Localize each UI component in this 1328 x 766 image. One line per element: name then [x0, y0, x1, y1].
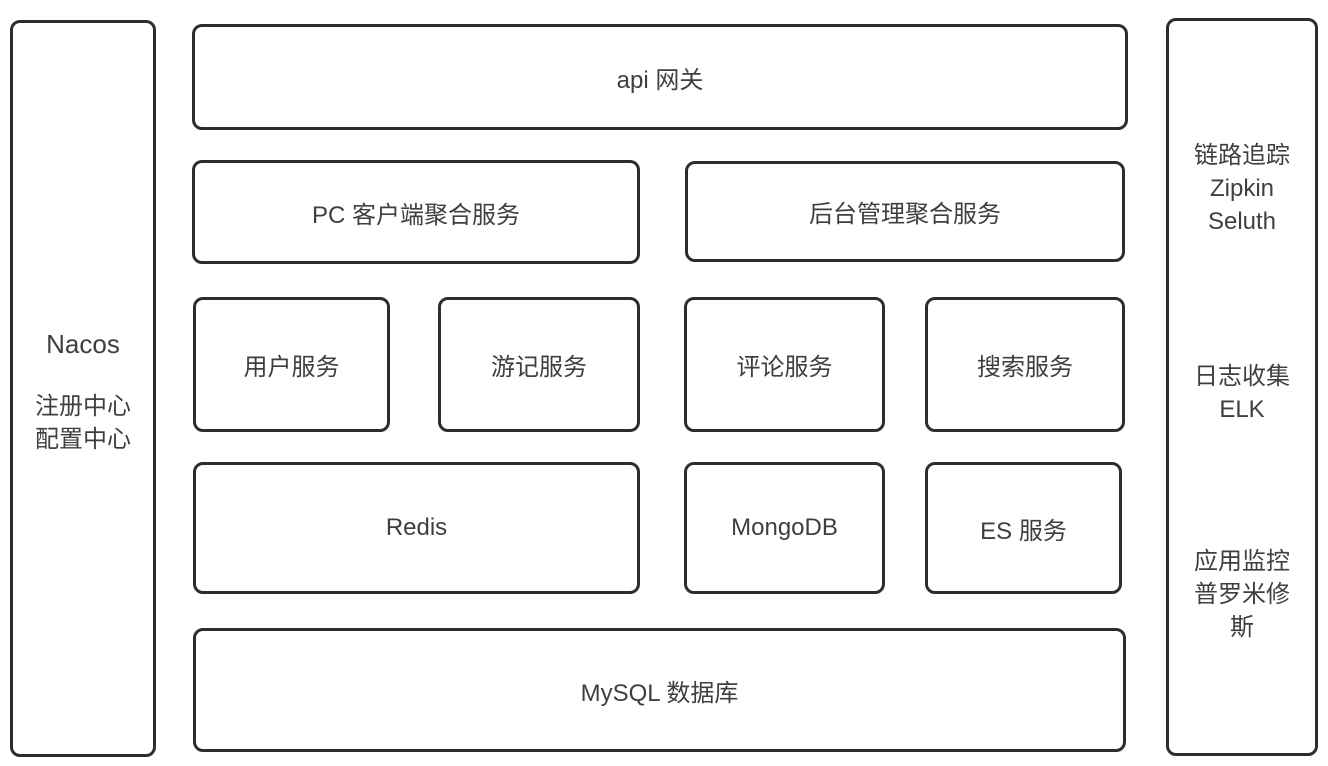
observability-panel: 链路追踪 Zipkin Seluth 日志收集 ELK 应用监控 普罗米修 斯 — [1166, 18, 1318, 756]
node-mysql-database-label: MySQL 数据库 — [580, 679, 739, 707]
node-travel-notes-service: 游记服务 — [438, 297, 640, 432]
monitoring-tool-prometheus-line2: 斯 — [1230, 614, 1254, 641]
node-redis: Redis — [193, 462, 640, 594]
tracing-title: 链路追踪 — [1194, 142, 1290, 169]
node-user-service-label: 用户服务 — [243, 354, 340, 381]
node-comment-service: 评论服务 — [684, 297, 885, 432]
node-es-service-label: ES 服务 — [980, 517, 1067, 545]
node-admin-aggregation-service: 后台管理聚合服务 — [685, 161, 1125, 262]
node-search-service-label: 搜索服务 — [977, 354, 1073, 381]
node-pc-aggregation-label: PC 客户端聚合服务 — [311, 201, 520, 229]
node-es-service: ES 服务 — [925, 462, 1122, 594]
node-travel-notes-service-label: 游记服务 — [491, 354, 587, 381]
logging-title: 日志收集 — [1194, 363, 1290, 390]
nacos-role-registry: 注册中心 — [35, 393, 131, 420]
node-api-gateway-label: api 网关 — [616, 66, 704, 94]
nacos-panel: Nacos 注册中心 配置中心 — [10, 20, 156, 757]
logging-section: 日志收集 ELK — [1169, 360, 1315, 426]
monitoring-title: 应用监控 — [1194, 548, 1290, 575]
node-pc-aggregation-service: PC 客户端聚合服务 — [192, 160, 640, 264]
nacos-role-config: 配置中心 — [35, 426, 131, 453]
node-mongodb-label: MongoDB — [731, 514, 838, 541]
monitoring-section: 应用监控 普罗米修 斯 — [1169, 545, 1315, 644]
node-user-service: 用户服务 — [193, 297, 390, 432]
logging-tool-elk: ELK — [1219, 396, 1265, 423]
node-redis-label: Redis — [385, 514, 448, 541]
node-mongodb: MongoDB — [684, 462, 885, 594]
tracing-tool-zipkin: Zipkin — [1209, 175, 1275, 202]
node-search-service: 搜索服务 — [925, 297, 1125, 432]
tracing-section: 链路追踪 Zipkin Seluth — [1169, 139, 1315, 238]
tracing-tool-seluth: Seluth — [1207, 208, 1277, 235]
nacos-roles: 注册中心 配置中心 — [13, 390, 153, 456]
nacos-title: Nacos — [46, 329, 120, 359]
node-admin-aggregation-label: 后台管理聚合服务 — [809, 201, 1001, 228]
node-comment-service-label: 评论服务 — [736, 354, 833, 381]
monitoring-tool-prometheus-line1: 普罗米修 — [1194, 581, 1290, 608]
node-mysql-database: MySQL 数据库 — [193, 628, 1126, 752]
node-api-gateway: api 网关 — [192, 24, 1128, 130]
